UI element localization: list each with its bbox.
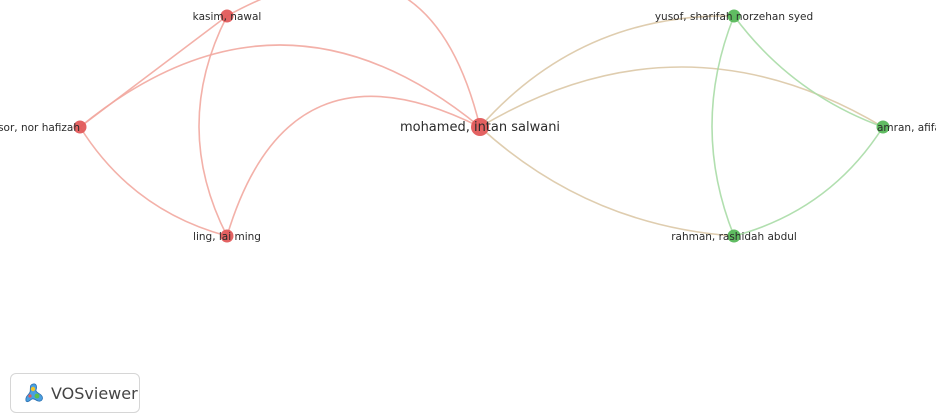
node-yusof[interactable] — [727, 9, 741, 23]
node-rahman[interactable] — [727, 229, 741, 243]
link-abd-mansor-mohamed[interactable] — [79, 44, 481, 128]
link-yusof-rahman[interactable] — [711, 15, 735, 237]
node-ling[interactable] — [220, 229, 234, 243]
link-mohamed-amran[interactable] — [479, 66, 884, 128]
node-abd-mansor[interactable] — [73, 120, 87, 134]
node-label-ling: ling, lai ming — [193, 231, 261, 243]
node-label-amran: amran, afifa malina — [877, 122, 936, 134]
node-label-kasim: kasim, nawal — [193, 11, 262, 23]
link-kasim-ling[interactable] — [198, 15, 228, 237]
link-mohamed-yusof[interactable] — [479, 15, 735, 128]
node-label-mohamed: mohamed, intan salwani — [400, 120, 560, 135]
vosviewer-logo-icon — [25, 383, 43, 403]
labels-layer: kasim, nawal abd mansor, nor hafizah moham… — [0, 11, 936, 243]
vosviewer-wordmark: VOSviewer — [51, 383, 138, 403]
node-kasim[interactable] — [220, 9, 234, 23]
link-mohamed-rahman[interactable] — [479, 126, 735, 237]
node-label-abd-mansor: abd mansor, nor hafizah — [0, 122, 80, 134]
link-amran-rahman[interactable] — [733, 126, 884, 237]
node-mohamed[interactable] — [471, 118, 489, 136]
node-label-rahman: rahman, rashidah abdul — [671, 231, 797, 243]
link-ling-mohamed[interactable] — [226, 95, 481, 237]
links-layer — [79, 0, 884, 237]
link-kasim-mohamed[interactable] — [226, 0, 481, 128]
link-yusof-amran[interactable] — [733, 15, 884, 128]
node-label-yusof: yusof, sharifah norzehan syed — [655, 11, 813, 23]
vosviewer-badge[interactable]: VOSviewer — [10, 373, 140, 413]
nodes-layer — [73, 9, 890, 243]
node-amran[interactable] — [876, 120, 890, 134]
link-abd-mansor-ling[interactable] — [79, 126, 228, 237]
